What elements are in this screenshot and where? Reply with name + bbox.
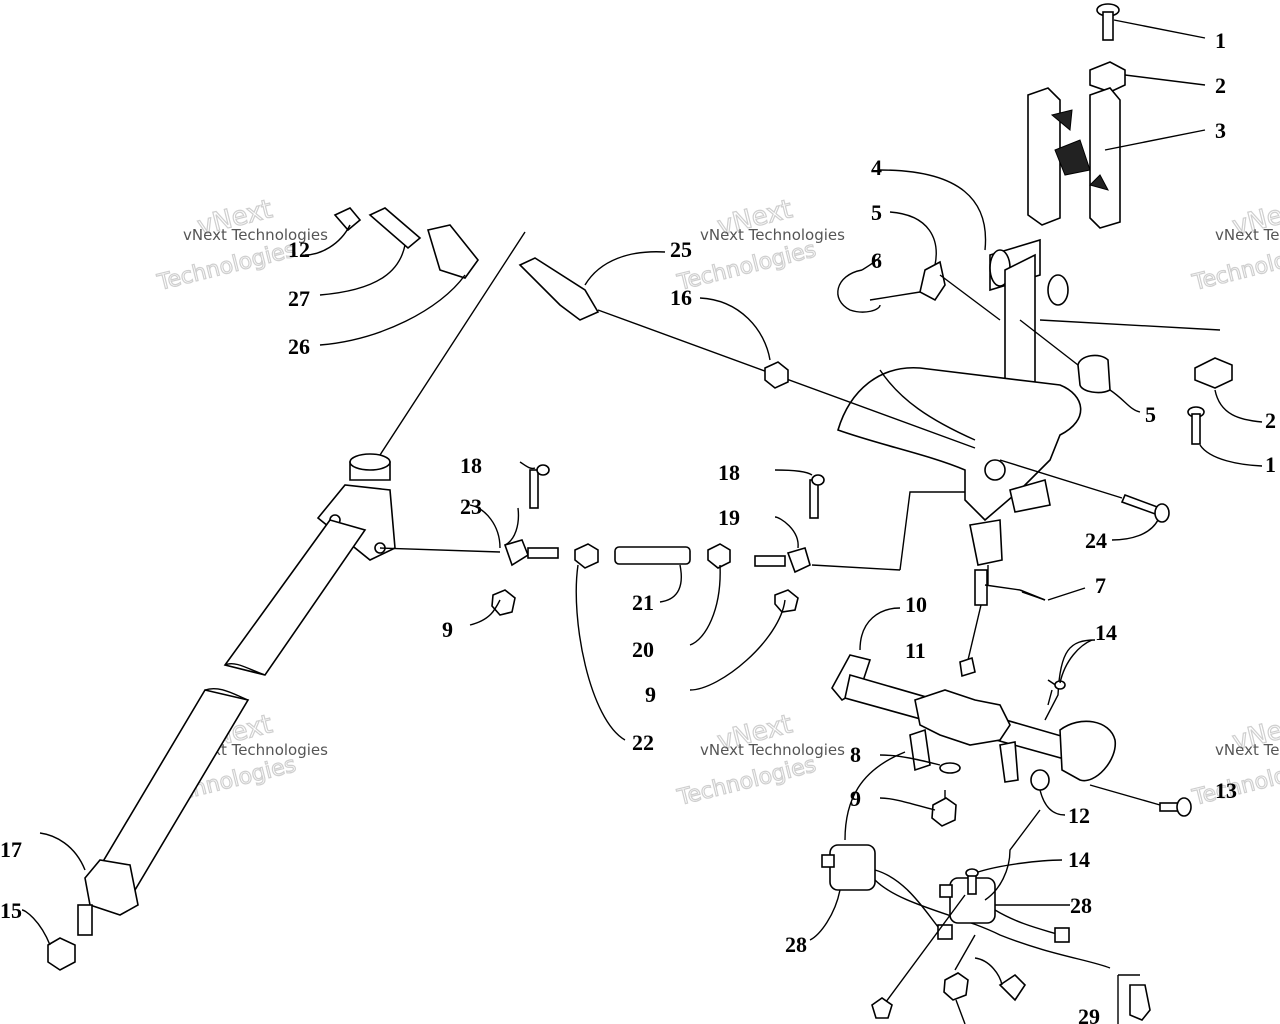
washer-8 (879, 754, 961, 774)
callout-12-lower: 12 (1068, 803, 1090, 828)
callout-15: 15 (0, 898, 22, 923)
callout-18-right: 18 (718, 460, 740, 485)
callout-25: 25 (670, 237, 692, 262)
watermark-small: vNext Technologies (700, 226, 845, 244)
bolt-13 (1089, 784, 1192, 817)
nut-9-lower (879, 790, 957, 827)
callout-23: 23 (460, 494, 482, 519)
callout-18-left: 18 (460, 453, 482, 478)
callout-20: 20 (632, 637, 654, 662)
callout-6: 6 (871, 248, 882, 273)
callout-17: 17 (0, 837, 22, 862)
bushing-upper (889, 211, 1001, 321)
bolt-24 (999, 459, 1170, 541)
callout-22: 22 (632, 730, 654, 755)
bushing-lower (1019, 319, 1141, 413)
watermark-large-2: Technologies (154, 237, 298, 296)
bolt-15 (21, 909, 51, 946)
sensor-right (939, 809, 1070, 943)
callout-14-upper: 14 (1095, 620, 1117, 645)
watermark-large-2: Technologies (674, 237, 818, 296)
steering-post (47, 231, 526, 971)
callout-27: 27 (288, 286, 310, 311)
tie-rod (379, 461, 965, 741)
callout-5b: 5 (1145, 402, 1156, 427)
callout-24: 24 (1085, 528, 1107, 553)
watermark-bottom-center: vNext vNext Technologies Technologies (674, 709, 845, 812)
callouts: 1 2 3 4 5 6 5 2 1 12 27 26 25 16 24 18 2… (0, 28, 1276, 1024)
callout-9-center: 9 (645, 682, 656, 707)
steering-arm (831, 569, 1116, 783)
watermark-small: vNext Technologies (1215, 226, 1280, 244)
callout-14-lower: 14 (1068, 847, 1090, 872)
watermark-top-center: vNext vNext Technologies Technologies (674, 194, 845, 297)
callout-9-lower: 9 (850, 786, 861, 811)
dash-bracket (837, 367, 1082, 585)
top-bolt (1096, 3, 1206, 41)
callout-19: 19 (718, 505, 740, 530)
callout-1: 1 (1215, 28, 1226, 53)
callout-13: 13 (1215, 778, 1237, 803)
callout-16: 16 (670, 285, 692, 310)
watermark-small: vNext Technologies (1215, 741, 1280, 759)
callout-21: 21 (632, 590, 654, 615)
watermark-large-2: Technologies (674, 752, 818, 811)
nut-16 (699, 297, 789, 389)
key-7 (984, 584, 1086, 601)
callout-9-left: 9 (442, 617, 453, 642)
tie-rod-end-left-group (304, 207, 480, 346)
callout-28-left: 28 (785, 932, 807, 957)
callout-4: 4 (871, 155, 882, 180)
callout-29: 29 (1078, 1004, 1100, 1024)
watermark-small: vNext Technologies (700, 741, 845, 759)
callout-5: 5 (871, 200, 882, 225)
callout-3: 3 (1215, 118, 1226, 143)
callout-2-right: 2 (1265, 408, 1276, 433)
clamp-right (1187, 357, 1263, 467)
watermark-small: vNext Technologies (183, 226, 328, 244)
watermark-top-right: vNext vNext Technologies Technologies (1189, 194, 1280, 297)
handlebar-clamp (1089, 61, 1206, 93)
handlebar-riser (1027, 87, 1206, 229)
spacer-12 (1030, 769, 1066, 816)
callout-11: 11 (905, 638, 926, 663)
callout-7: 7 (1095, 573, 1106, 598)
tie-rod-ends (469, 504, 501, 549)
callout-2: 2 (1215, 73, 1226, 98)
screw-14-upper (1054, 639, 1093, 690)
callout-12-top: 12 (288, 237, 310, 262)
retaining-ring (837, 255, 921, 313)
callout-1-right: 1 (1265, 452, 1276, 477)
steering-column (879, 169, 1221, 401)
nut-lower-center (943, 934, 976, 1024)
callout-28-right: 28 (1070, 893, 1092, 918)
callout-8: 8 (850, 742, 861, 767)
callout-26: 26 (288, 334, 310, 359)
connector-29 (974, 957, 1151, 1024)
watermark-large-2: Technologies (1189, 237, 1280, 296)
screw-14-lower (871, 859, 1063, 1019)
callout-10: 10 (905, 592, 927, 617)
bracket-17 (39, 832, 86, 871)
